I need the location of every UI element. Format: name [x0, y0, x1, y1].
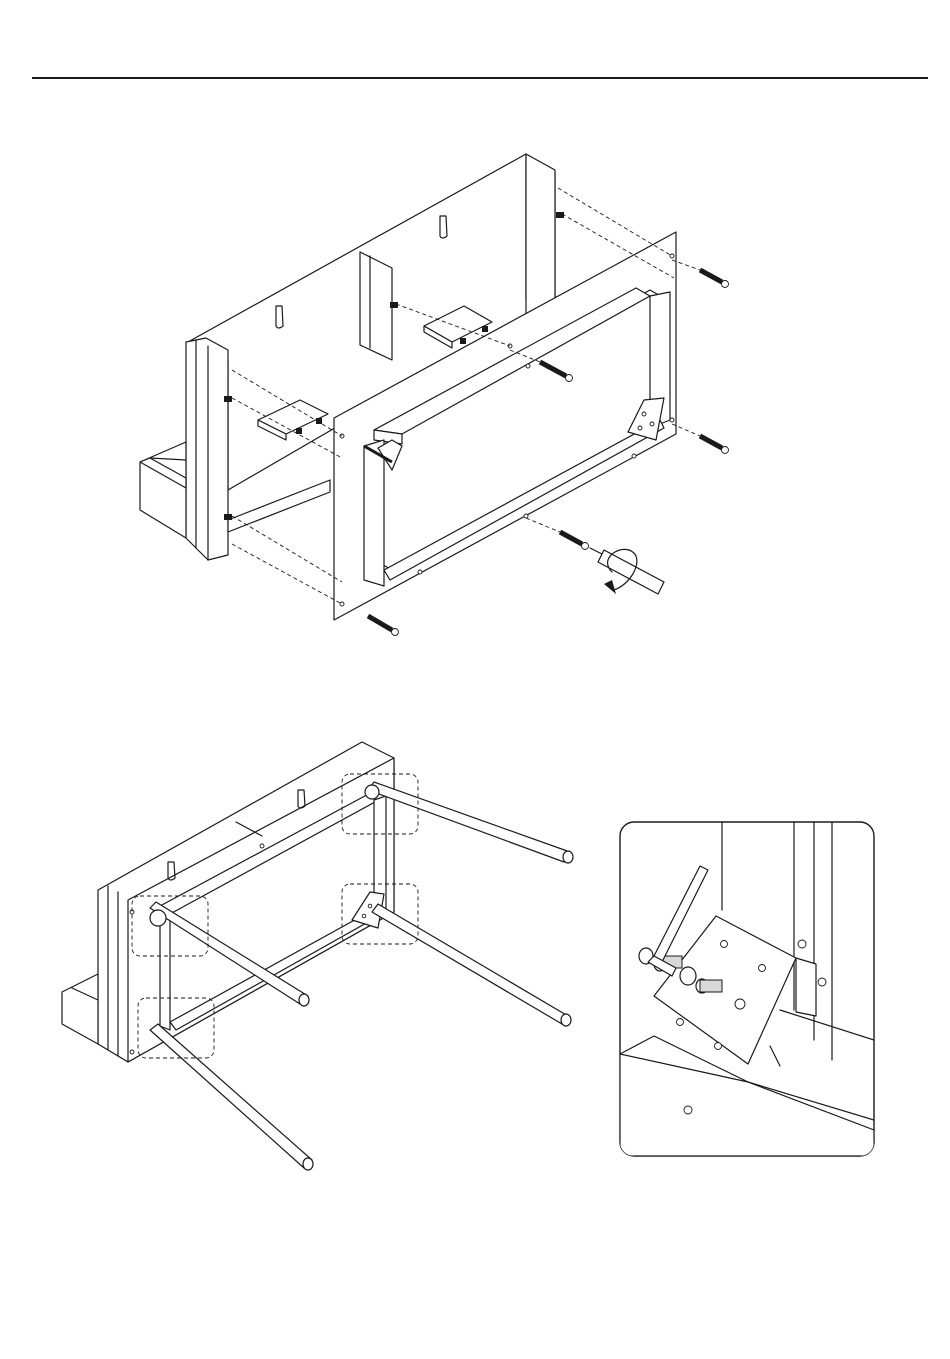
screw-icon	[560, 532, 589, 550]
screw-icon	[700, 270, 729, 288]
step-b-illustration	[62, 742, 573, 1170]
middle-divider-panel	[360, 252, 392, 360]
cabinet-body	[62, 742, 394, 1062]
screwdriver-icon	[590, 548, 664, 594]
table-leg	[372, 904, 571, 1026]
cabinet-left-side	[140, 338, 228, 560]
cabinet-bottom-rail	[228, 480, 330, 532]
detail-inset	[620, 822, 874, 1156]
table-leg	[368, 782, 573, 863]
screw-icon	[368, 616, 399, 636]
step-a-illustration	[140, 154, 729, 636]
cabinet-right-side	[526, 154, 555, 314]
table-leg	[150, 1024, 313, 1170]
screw-icon	[700, 436, 729, 454]
